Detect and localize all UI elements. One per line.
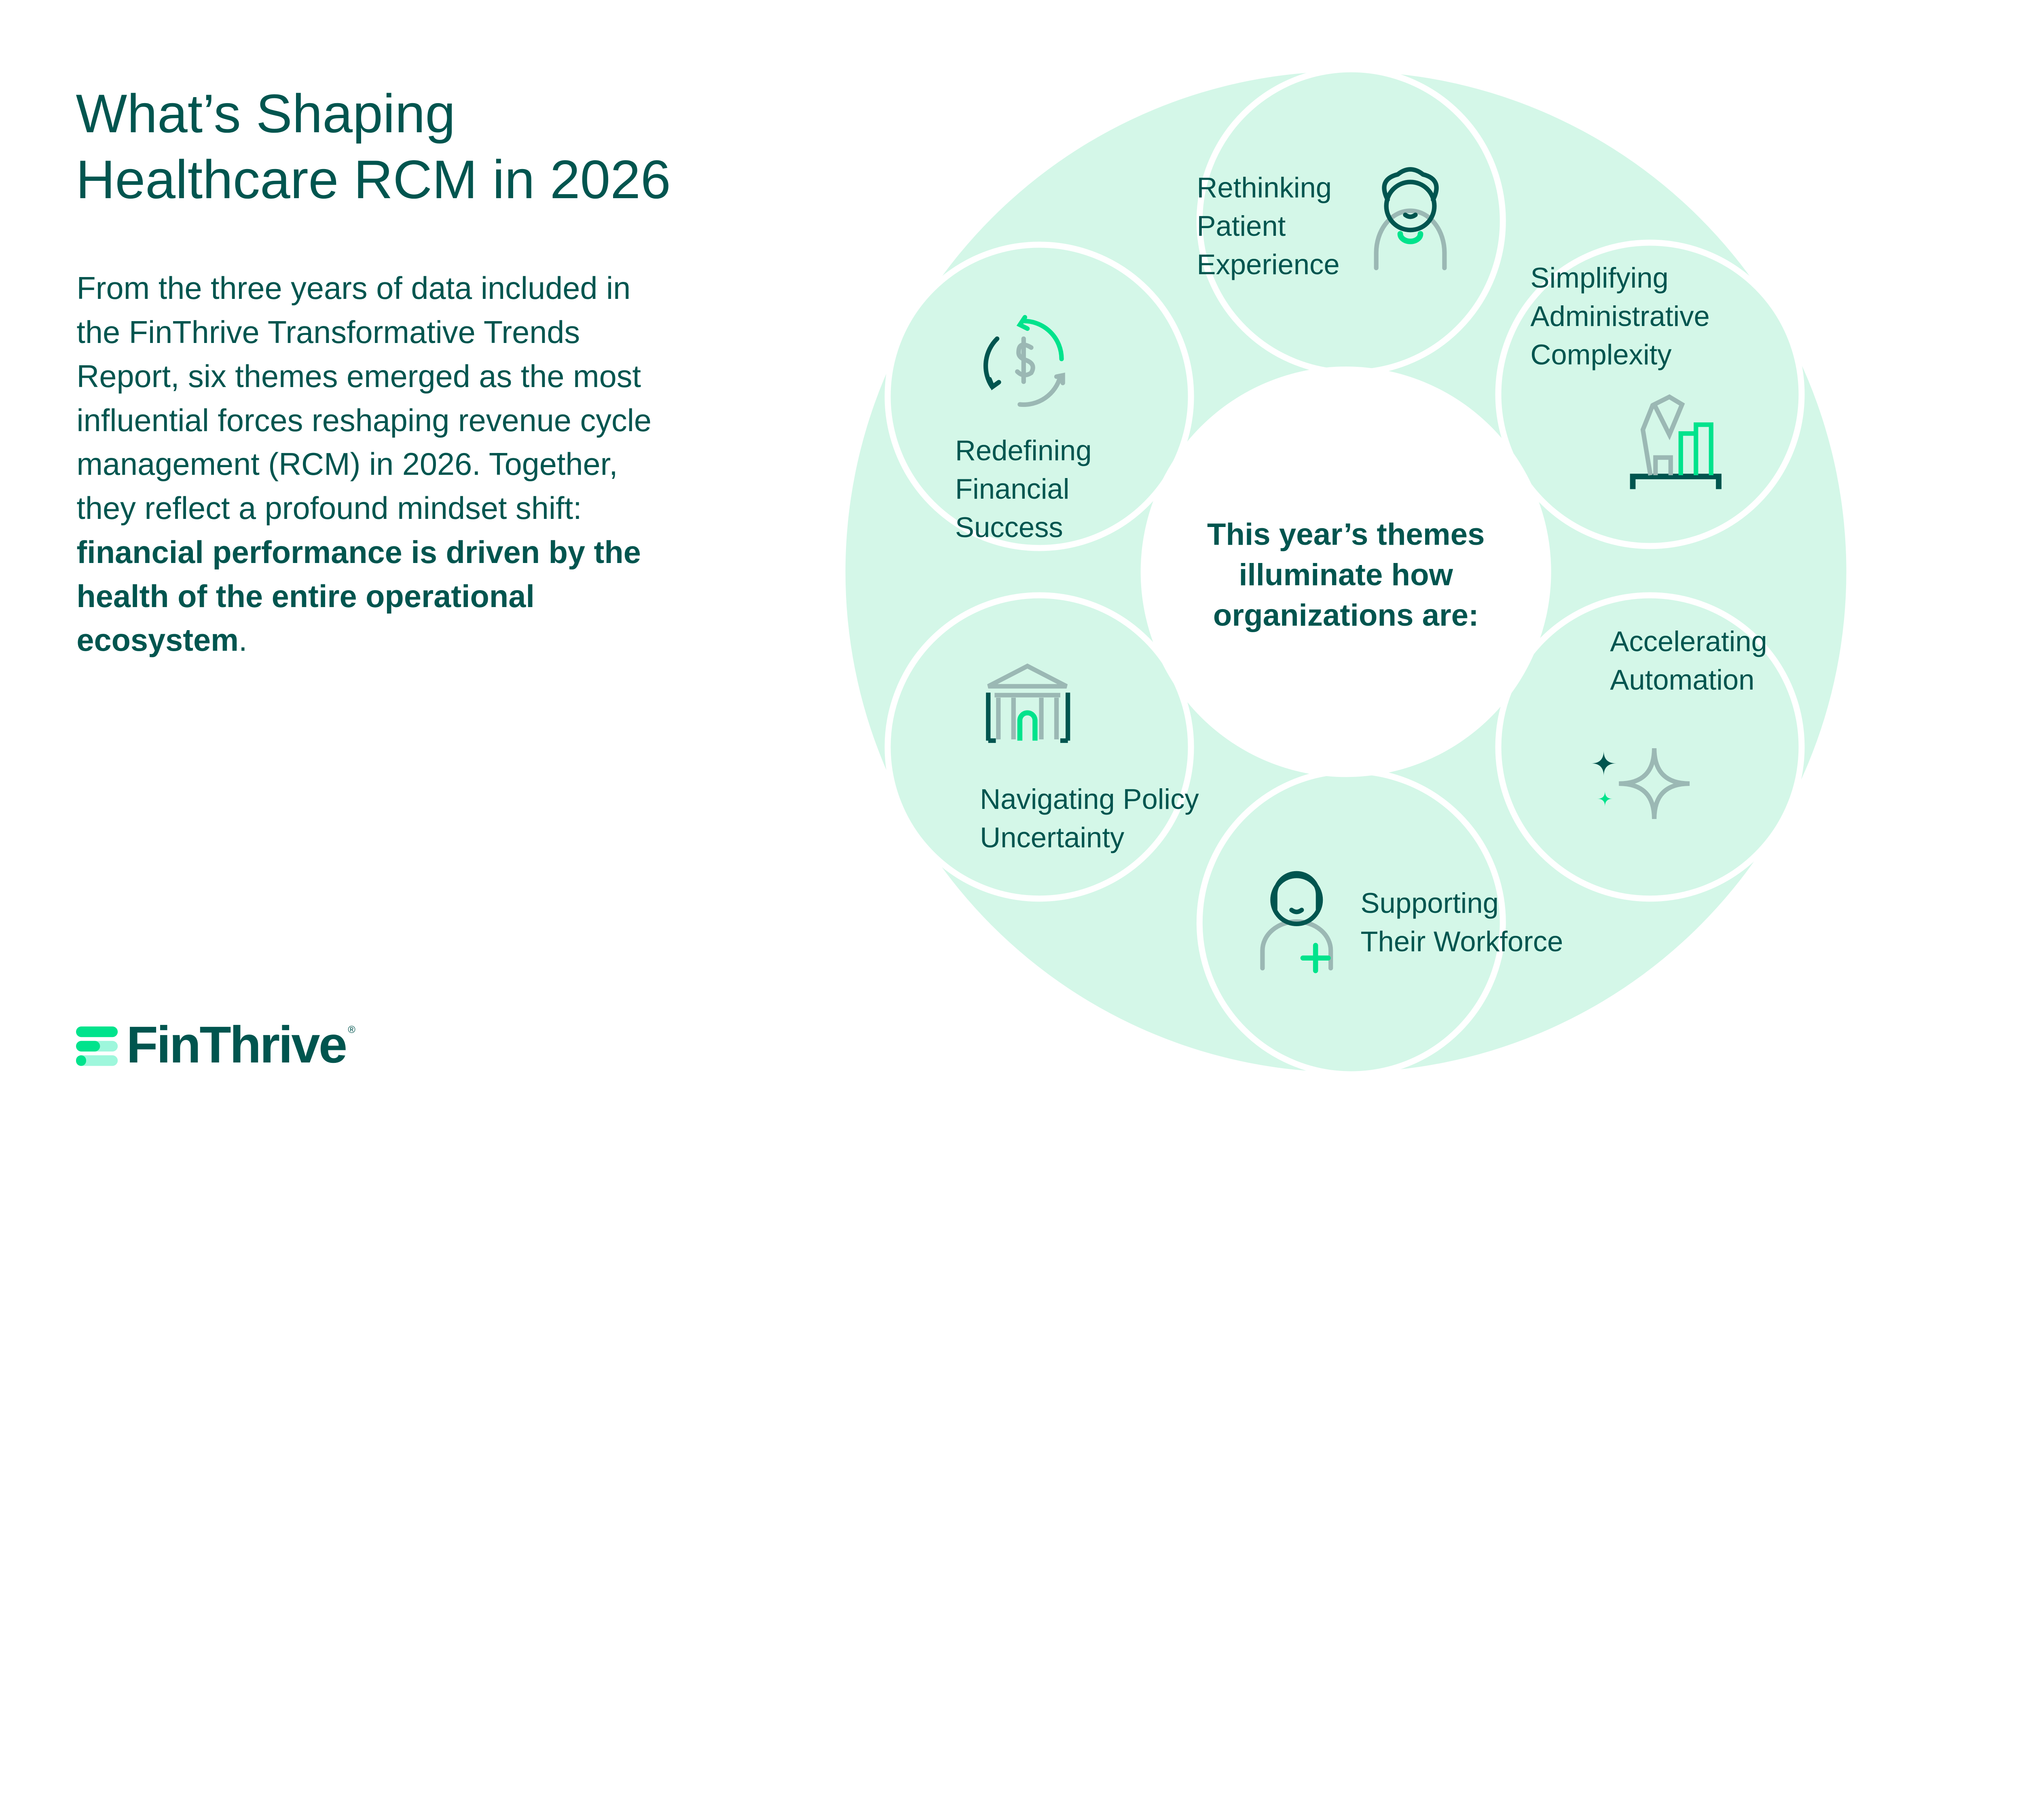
theme-line: Automation <box>1610 663 1755 696</box>
theme-line: Supporting <box>1360 887 1499 919</box>
theme-line: Their Workforce <box>1360 925 1563 957</box>
theme-line: Rethinking <box>1197 171 1332 204</box>
sparkle-icon <box>1591 748 1690 819</box>
theme-line: Navigating Policy <box>980 783 1199 815</box>
theme-line: Financial <box>955 473 1070 505</box>
logo-wordmark: FinThrive <box>126 1016 348 1074</box>
theme-line: Uncertainty <box>980 821 1125 854</box>
desk-lamp-chart-icon <box>1630 394 1722 489</box>
patient-icon <box>1374 167 1447 271</box>
healthcare-worker-icon <box>1260 871 1333 973</box>
center-text: This year’s themes illuminate how organi… <box>1207 517 1485 633</box>
dollar-cycle-icon <box>983 315 1065 407</box>
petal-financial <box>884 241 1194 551</box>
themes-ring-diagram <box>845 69 1846 1075</box>
logo-mark-icon <box>76 1026 118 1066</box>
intro-end: . <box>239 623 247 658</box>
theme-line: Redefining <box>955 434 1092 467</box>
finthrive-logo: FinThrive ® <box>76 1016 355 1076</box>
petal-automation <box>1495 592 1805 902</box>
theme-line: Complexity <box>1530 338 1672 370</box>
theme-line: Patient <box>1197 210 1286 242</box>
theme-line: Simplifying <box>1530 261 1669 294</box>
theme-line: Accelerating <box>1610 625 1767 657</box>
theme-line: Success <box>955 511 1063 544</box>
petal-policy <box>884 592 1194 902</box>
theme-line: Experience <box>1197 248 1340 281</box>
intro-text: From the three years of data included in… <box>76 271 652 526</box>
theme-line: Administrative <box>1530 300 1710 332</box>
title-line-1: What’s Shaping <box>76 83 456 144</box>
petal-administrative <box>1495 239 1805 549</box>
intro-paragraph: From the three years of data included in… <box>76 267 658 662</box>
intro-bold-text: financial performance is driven by the h… <box>76 535 641 658</box>
logo-registered-mark: ® <box>348 1024 355 1036</box>
center-circle <box>1140 366 1551 777</box>
title-line-2: Healthcare RCM in 2026 <box>76 149 671 210</box>
government-building-icon <box>986 663 1070 743</box>
